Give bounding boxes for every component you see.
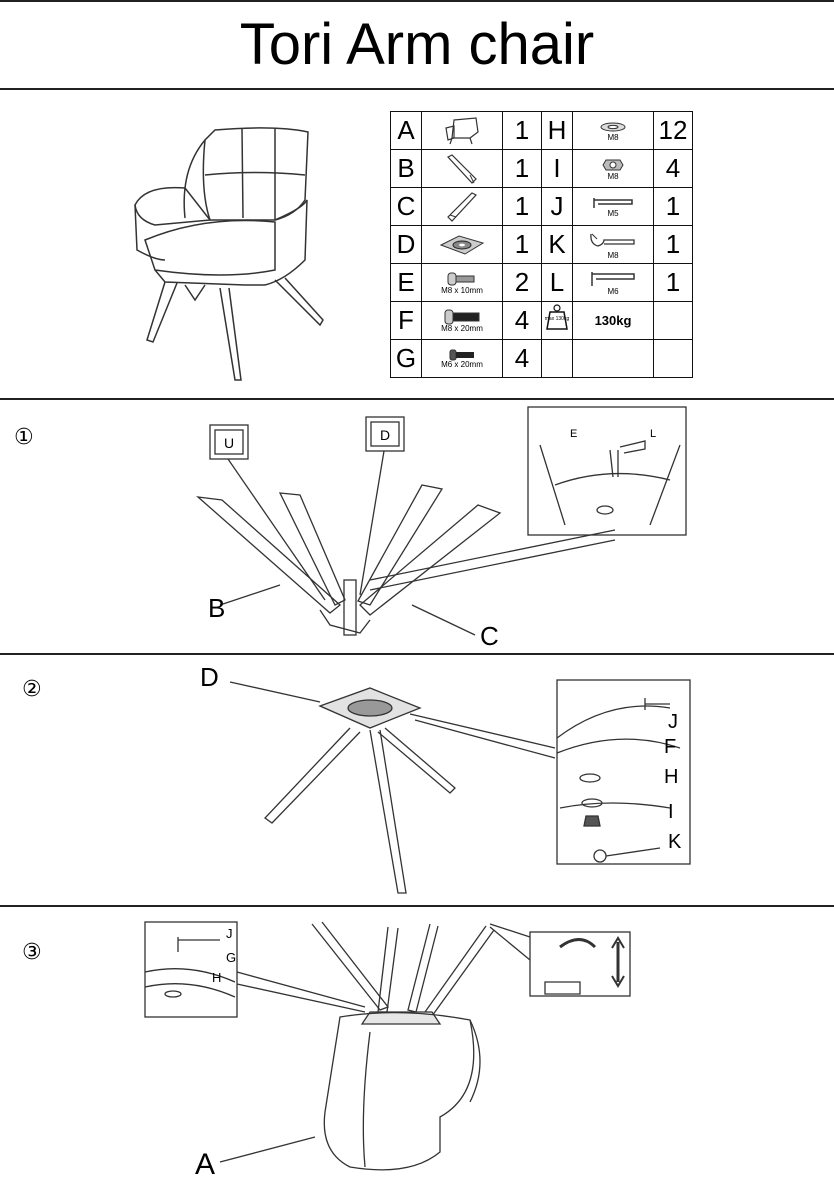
armchair-overview-illustration — [134, 127, 324, 381]
empty-cell — [572, 339, 654, 378]
page-title: Tori Arm chair — [239, 12, 595, 77]
part-qty-f: 4 — [502, 301, 542, 340]
empty-cell — [653, 339, 693, 378]
part-sub-l: M6 — [607, 286, 619, 296]
label-h: H — [212, 970, 221, 985]
label-j: J — [226, 926, 233, 941]
label-f: F — [664, 736, 676, 758]
label-c: C — [480, 621, 499, 650]
part-sub-g: M6 x 20mm — [441, 359, 483, 369]
step-3-illustration: J G H A — [144, 921, 631, 1181]
step-1-illustration: U D B C E L — [195, 406, 687, 650]
nut-icon: M8 — [572, 149, 654, 188]
part-qty-b: 1 — [502, 149, 542, 188]
weight-icon: max 130kg — [545, 304, 570, 330]
part-sub-j: M5 — [607, 208, 619, 218]
part-qty-j: 1 — [653, 187, 693, 226]
leg-c-icon — [421, 187, 503, 226]
label-g: G — [226, 950, 236, 965]
label-h: H — [664, 766, 678, 788]
step-3-number: ③ — [22, 940, 42, 965]
part-letter-l: L — [541, 263, 573, 302]
part-letter-c: C — [390, 187, 422, 226]
label-a: A — [195, 1148, 215, 1181]
title-divider — [0, 88, 834, 90]
top-border — [0, 0, 834, 2]
max-load-cell: max 130kg — [541, 301, 573, 340]
leg-b-icon — [421, 149, 503, 188]
part-qty-h: 12 — [653, 111, 693, 150]
part-qty-k: 1 — [653, 225, 693, 264]
label-j: J — [668, 711, 678, 733]
part-sub-f: M8 x 20mm — [441, 323, 483, 333]
part-qty-i: 4 — [653, 149, 693, 188]
empty-cell — [541, 339, 573, 378]
part-sub-k: M8 — [607, 250, 619, 260]
section-divider-1 — [0, 398, 834, 400]
label-u: U — [224, 435, 234, 451]
part-letter-a: A — [390, 111, 422, 150]
part-sub-h: M8 — [607, 132, 619, 142]
part-sub-i: M8 — [607, 171, 619, 181]
parts-table: A 1 H M8 12 B 1 I M8 4 C 1 J M5 — [390, 111, 693, 378]
washer-icon: M8 — [572, 111, 654, 150]
part-letter-f: F — [390, 301, 422, 340]
part-qty-d: 1 — [502, 225, 542, 264]
label-e: E — [570, 428, 577, 440]
allen-key-icon: M6 — [572, 263, 654, 302]
part-qty-g: 4 — [502, 339, 542, 378]
weight-icon-text: max 130kg — [545, 316, 570, 322]
part-letter-g: G — [390, 339, 422, 378]
label-i: I — [668, 801, 674, 823]
allen-key-icon: M5 — [572, 187, 654, 226]
part-letter-j: J — [541, 187, 573, 226]
label-b: B — [208, 593, 225, 623]
label-d: D — [200, 662, 219, 692]
part-sub-e: M8 x 10mm — [441, 285, 483, 295]
part-qty-c: 1 — [502, 187, 542, 226]
part-letter-i: I — [541, 149, 573, 188]
part-letter-h: H — [541, 111, 573, 150]
bolt-icon: M8 x 10mm — [421, 263, 503, 302]
part-qty-l: 1 — [653, 263, 693, 302]
step-2-number: ② — [22, 677, 42, 702]
max-load-label: 130kg — [572, 301, 654, 340]
part-qty-a: 1 — [502, 111, 542, 150]
bolt-icon: M8 x 20mm — [421, 301, 503, 340]
empty-cell — [653, 301, 693, 340]
part-qty-e: 2 — [502, 263, 542, 302]
label-l: L — [650, 428, 656, 440]
bolt-icon: M6 x 20mm — [421, 339, 503, 378]
section-divider-2 — [0, 653, 834, 655]
chair-seat-icon — [421, 111, 503, 150]
part-letter-b: B — [390, 149, 422, 188]
label-k: K — [668, 831, 682, 853]
part-letter-e: E — [390, 263, 422, 302]
label-d: D — [380, 427, 390, 443]
section-divider-3 — [0, 905, 834, 907]
step-1-number: ① — [14, 425, 34, 450]
step-2-illustration: D J F H I K — [200, 662, 691, 894]
part-letter-k: K — [541, 225, 573, 264]
swivel-plate-icon — [421, 225, 503, 264]
wrench-icon: M8 — [572, 225, 654, 264]
part-letter-d: D — [390, 225, 422, 264]
